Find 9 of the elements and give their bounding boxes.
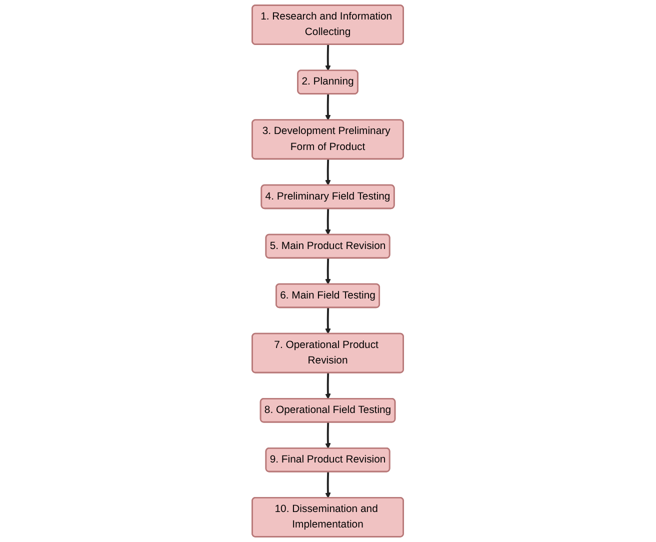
arrow — [325, 208, 332, 236]
arrow — [325, 258, 332, 285]
arrow — [325, 472, 332, 498]
arrow — [325, 308, 332, 334]
arrow — [325, 94, 332, 120]
arrow — [325, 422, 332, 449]
arrow — [325, 159, 332, 186]
arrow — [325, 372, 332, 400]
arrow — [325, 44, 332, 71]
